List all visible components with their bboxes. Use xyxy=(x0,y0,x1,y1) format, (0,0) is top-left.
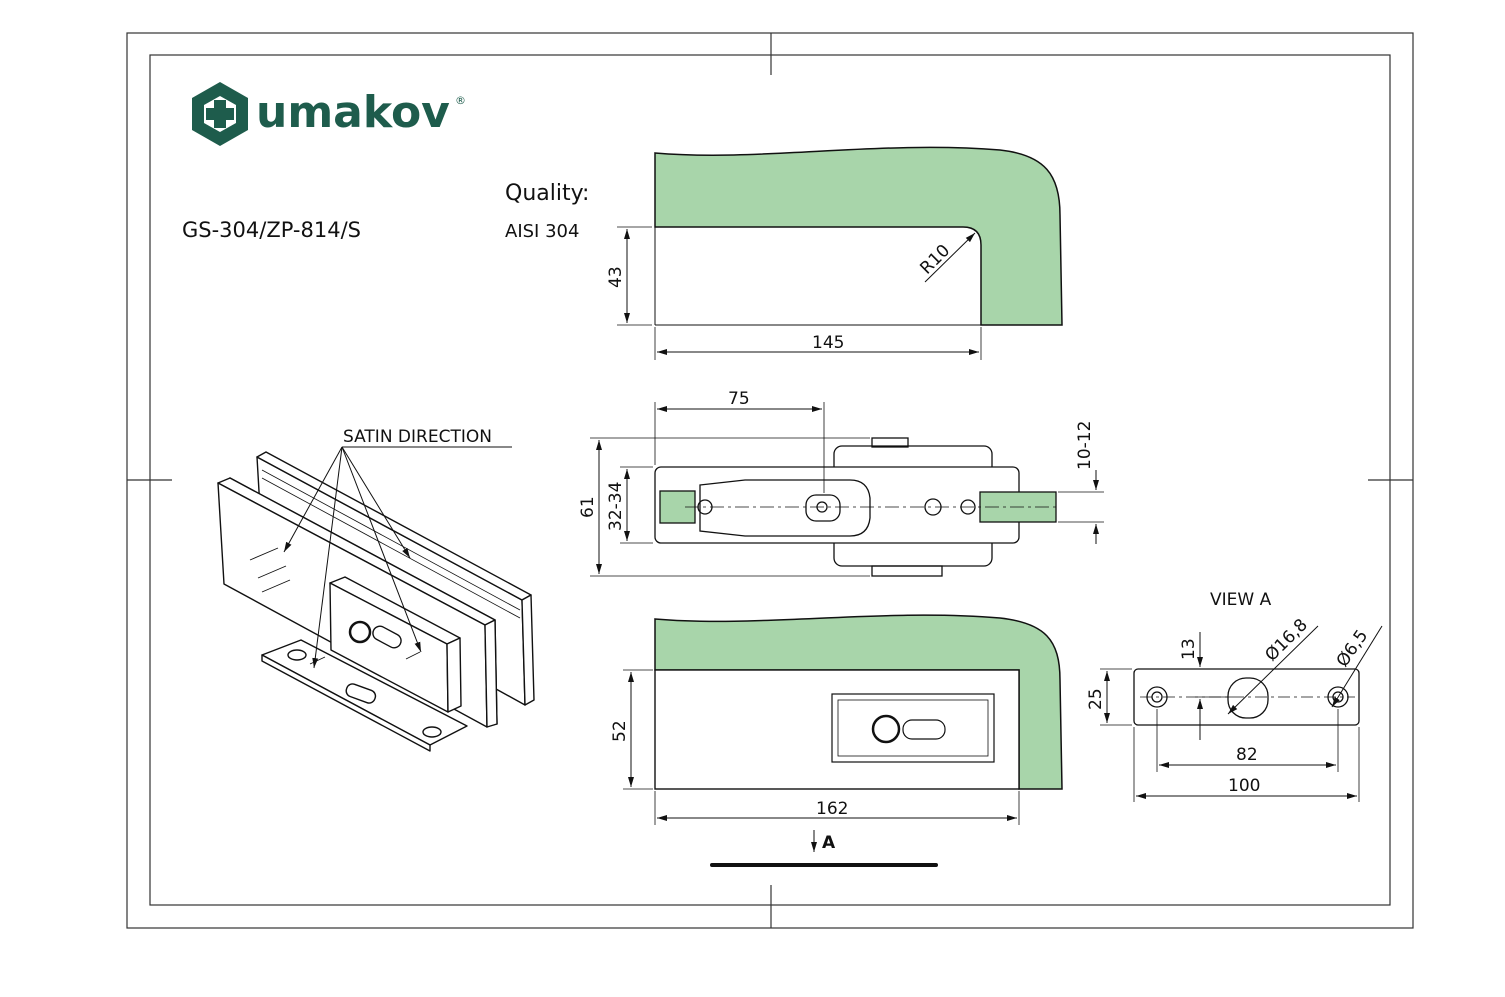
dim-10-12: 10-12 xyxy=(1075,421,1095,470)
dim-43: 43 xyxy=(606,266,626,288)
dim-52: 52 xyxy=(610,720,630,742)
brand-name: umakov xyxy=(256,87,450,138)
glass-panel-front xyxy=(654,614,1063,790)
view-a xyxy=(1100,625,1383,802)
quality-value: AISI 304 xyxy=(505,221,579,242)
product-code: GS-304/ZP-814/S xyxy=(182,218,361,242)
quality-heading: Quality: xyxy=(505,181,589,206)
logo-mark-icon xyxy=(192,82,248,146)
glass-panel-top xyxy=(654,146,1063,326)
registered-mark: ® xyxy=(455,94,466,107)
satin-direction-note: SATIN DIRECTION xyxy=(343,427,492,447)
side-view xyxy=(590,402,1104,577)
view-a-marker: A xyxy=(822,833,836,853)
dim-75: 75 xyxy=(728,389,750,409)
dim-32-34: 32-34 xyxy=(606,482,626,531)
sheet-frame xyxy=(126,32,1414,929)
dim-82: 82 xyxy=(1236,745,1258,765)
dim-hole-small: Ø6,5 xyxy=(1333,626,1373,671)
isometric-view xyxy=(217,446,535,752)
dim-61: 61 xyxy=(578,496,598,518)
umakov-logo: umakov ® xyxy=(192,82,466,146)
dim-145: 145 xyxy=(812,333,844,353)
dim-13: 13 xyxy=(1179,638,1199,660)
front-view xyxy=(623,614,1063,867)
dim-25: 25 xyxy=(1086,688,1106,710)
radius-label: R10 xyxy=(916,241,954,279)
top-view: R10 43 145 xyxy=(606,146,1063,360)
dim-hole-large: Ø16,8 xyxy=(1261,615,1311,665)
dim-162: 162 xyxy=(816,799,848,819)
view-a-title: VIEW A xyxy=(1210,590,1272,610)
dim-100: 100 xyxy=(1228,776,1260,796)
